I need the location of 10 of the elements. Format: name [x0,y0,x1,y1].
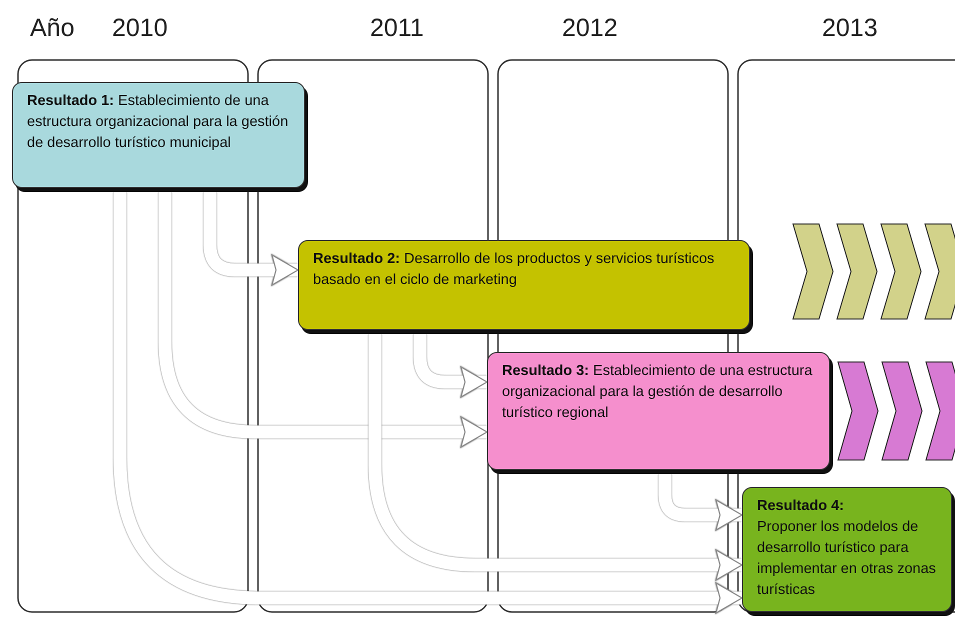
year-heading: 2013 [822,14,878,43]
result-text: Resultado 1: Establecimiento de una estructura organizacional para la gestión de desarrollo turístico municipal [27,92,290,154]
result-text: Resultado 3: Establecimiento de una estructura organizacional para la gestión de desarrollo turístico regional [502,362,814,424]
axis-label: Año [30,14,74,43]
year-heading: 2010 [112,14,168,43]
year-heading: 2012 [562,14,618,43]
result-text: Proponer los modelos de desarrollo turístico para implementar en otras zonas turísticas [757,518,937,600]
result-text: Resultado 2: Desarrollo de los productos y servicios turísticos basado en el ciclo de marketing [313,250,716,290]
result-heading: Resultado 4: [757,497,846,516]
year-heading: 2011 [370,14,424,43]
